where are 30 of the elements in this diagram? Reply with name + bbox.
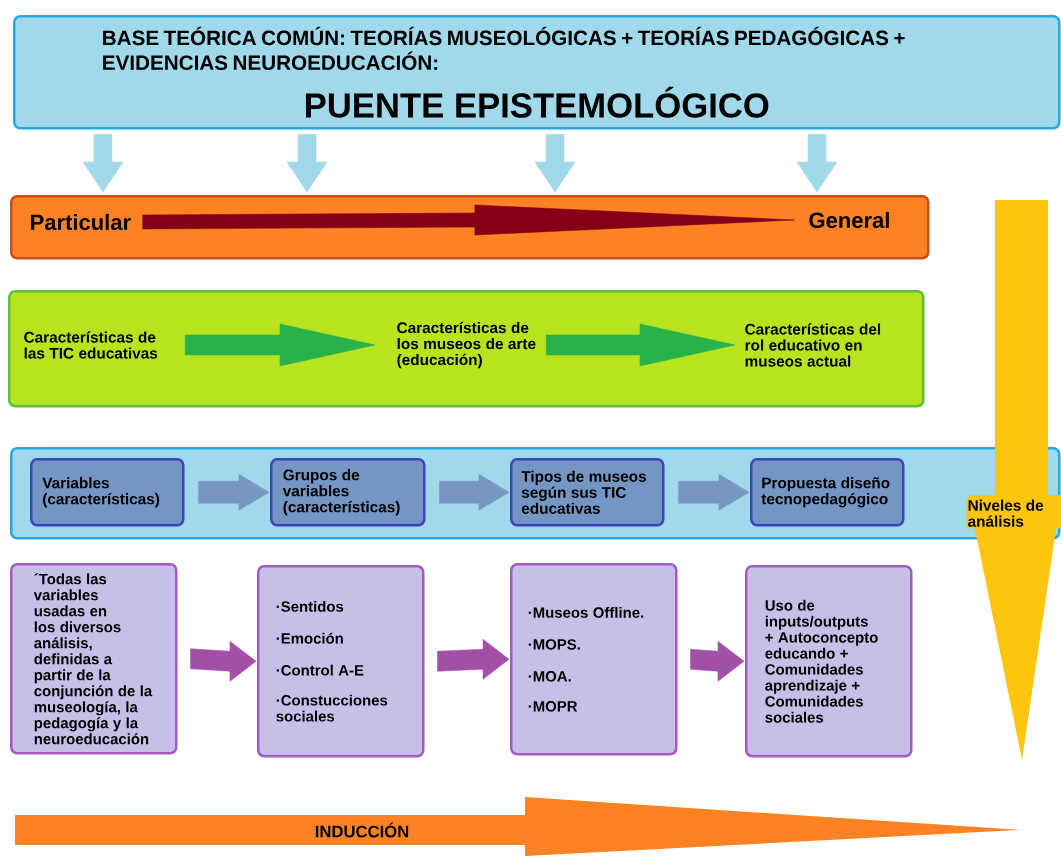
header-box: BASE TEÓRICA COMÚN: TEORÍAS MUSEOLÓGICAS + TEORÍAS PEDAGÓGICAS + EVIDENCIAS NEUROEDUCACIÓN: PUENTE EPISTEMOLÓGICO — [13, 15, 1061, 130]
block-arrow — [286, 134, 328, 193]
block-arrow — [184, 323, 376, 367]
block-arrow — [545, 323, 736, 367]
block-arrow — [690, 641, 745, 682]
block-arrow — [439, 474, 510, 511]
block-arrow — [437, 639, 510, 680]
arrow-label: INDUCCIÓN — [315, 822, 409, 838]
process-box: Tipos de museos según sus TIC educativas — [510, 458, 665, 527]
block-arrow — [678, 474, 750, 511]
block-arrow — [82, 134, 124, 193]
step-text: Características del rol educativo en museos actual — [745, 323, 881, 367]
process-box: Propuesta diseño tecnopedagógico — [750, 458, 905, 527]
step-text: Características de las TIC educativas — [24, 331, 158, 359]
block-arrow — [198, 474, 270, 511]
block-arrow — [142, 204, 796, 236]
content-box: ´Todas las variables usadas en los diversos análisis, definidas a partir de la conjunción de la museología, la pedagogía y la neuroeducación — [10, 563, 178, 755]
block-arrow — [796, 134, 838, 193]
process-box: Variables (características) — [30, 458, 185, 527]
content-box: ·Museos Offline. ·MOPS. ·MOA. ·MOPR — [510, 563, 678, 756]
band-label: Particular — [31, 213, 131, 231]
block-arrow — [190, 641, 257, 682]
band-label: General — [809, 211, 889, 229]
content-box: Uso de inputs/outputs + Autoconcepto educando + Comunidades aprendizaje + Comunidades sociales — [745, 565, 913, 758]
step-text: Características de los museos de arte (educación) — [397, 321, 536, 369]
band — [8, 290, 925, 408]
process-box: Grupos de variables (características) — [270, 458, 426, 527]
content-box: ·Sentidos ·Emoción ·Control A-E ·Constucciones sociales — [257, 565, 425, 758]
block-arrow — [534, 134, 576, 193]
arrow-label: Niveles de análisis — [966, 498, 1061, 529]
